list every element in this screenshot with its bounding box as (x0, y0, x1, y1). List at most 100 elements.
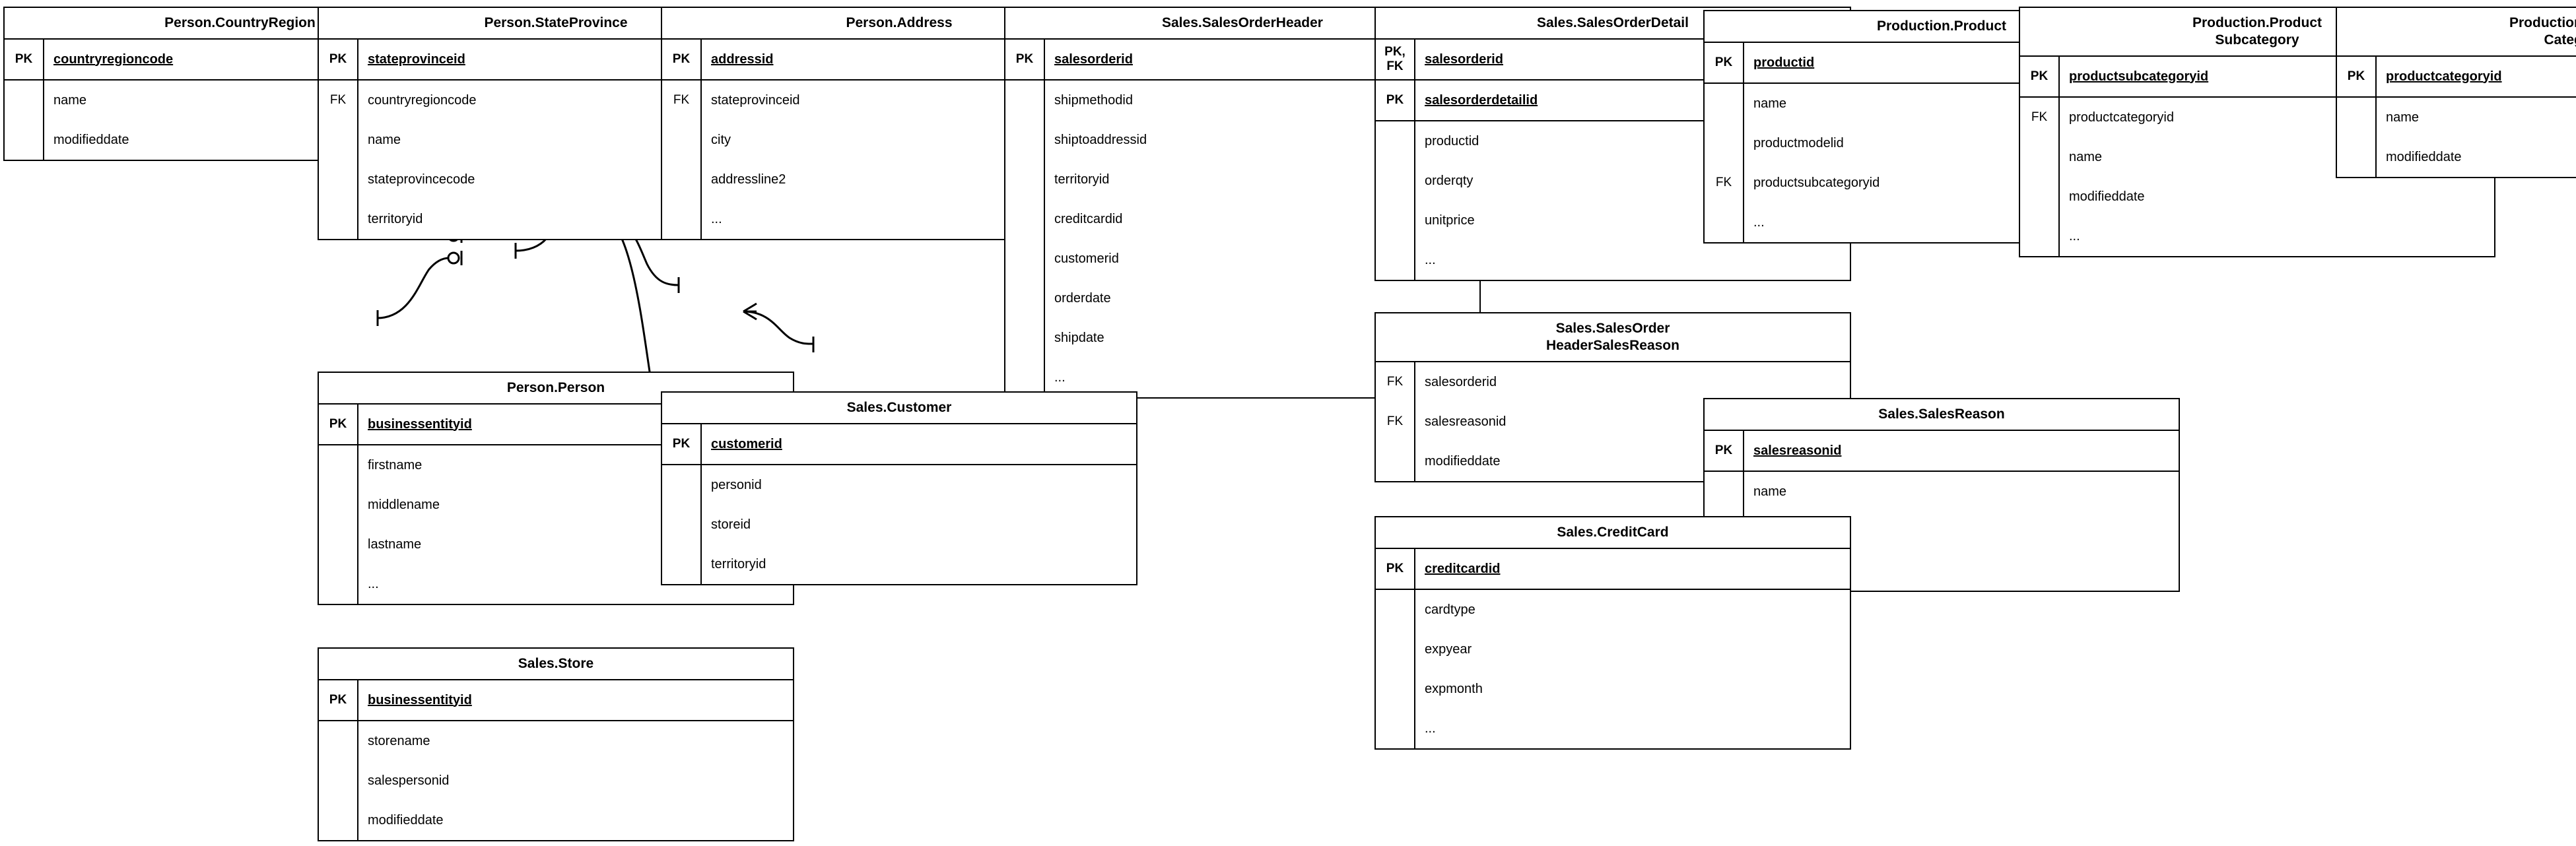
attribute-row[interactable]: customerid (1005, 239, 1479, 278)
attribute-row[interactable]: productmodelid (1705, 123, 2179, 163)
attribute-key-label: FK (662, 81, 702, 120)
attribute-key-label (1376, 201, 1415, 240)
attribute-row[interactable]: ... (1005, 358, 1479, 397)
attribute-row[interactable]: storeid (662, 505, 1136, 544)
attribute-row[interactable]: name (2020, 137, 2494, 177)
attribute-key-label (1005, 358, 1045, 397)
attribute-name: modifieddate (2386, 149, 2462, 164)
attribute-row[interactable]: modifieddate (2337, 137, 2576, 177)
attribute-row[interactable]: expyear (1376, 630, 1850, 669)
attribute-row[interactable]: name (5, 81, 475, 120)
attribute-key-label: PK (2020, 57, 2060, 96)
attribute-row[interactable]: cardtype (1376, 590, 1850, 630)
attribute-row[interactable]: territoryid (1005, 160, 1479, 199)
attribute-row[interactable]: ... (319, 564, 793, 604)
attribute-key-label (1005, 278, 1045, 318)
attribute-row[interactable]: name (1705, 472, 2179, 511)
attribute-name: storeid (711, 517, 751, 532)
attribute-name: salesreasonid (1425, 414, 1507, 429)
attribute-row[interactable]: modifieddate (1376, 441, 1850, 481)
attribute-row[interactable]: ... (1376, 709, 1850, 748)
attribute-row[interactable]: city (662, 120, 1136, 160)
attribute-row[interactable]: PK productsubcategoryid (2020, 57, 2494, 98)
attribute-key-label: PK (662, 424, 702, 464)
attribute-row[interactable]: personid (662, 465, 1136, 505)
attribute-key-label (319, 761, 358, 800)
attribute-group: storename salespersonid modifieddate (319, 721, 793, 840)
attribute-row[interactable]: unitprice (1376, 201, 1850, 240)
attribute-row[interactable]: name (1705, 84, 2179, 123)
attribute-name: ... (2069, 228, 2080, 244)
attribute-row[interactable]: territoryid (662, 544, 1136, 584)
relationship-store-customer (376, 251, 463, 326)
attribute-key-label (1376, 590, 1415, 630)
attribute-row[interactable]: storename (319, 721, 793, 761)
entity-production-productcategory[interactable]: Production.Product CategoryPKproductcate… (2336, 7, 2576, 178)
attribute-name: shipdate (1054, 330, 1104, 345)
attribute-row[interactable]: modifieddate (5, 120, 475, 160)
attribute-row[interactable]: creditcardid (1005, 199, 1479, 239)
attribute-name: modifieddate (1425, 453, 1501, 469)
attribute-key-label (319, 564, 358, 604)
attribute-row[interactable]: middlename (319, 485, 793, 525)
attribute-row[interactable]: addressline2 (662, 160, 1136, 199)
attribute-row[interactable]: modifieddate (319, 800, 793, 840)
attribute-key-label (1376, 669, 1415, 709)
attribute-name: salesorderdetailid (1425, 92, 1538, 108)
attribute-row[interactable]: expmonth (1376, 669, 1850, 709)
attribute-row[interactable]: ... (1705, 203, 2179, 242)
attribute-name: salespersonid (368, 773, 450, 788)
attribute-row[interactable]: lastname (319, 525, 793, 564)
attribute-key-label (319, 160, 358, 199)
attribute-row[interactable]: modifieddate (2020, 177, 2494, 216)
attribute-key-label (1376, 709, 1415, 748)
attribute-row[interactable]: name (319, 120, 793, 160)
entity-title: Production.Product Subcategory (2020, 8, 2494, 57)
attribute-row[interactable]: orderdate (1005, 278, 1479, 318)
attribute-key-label: PK (319, 405, 358, 444)
attribute-row[interactable]: name (2337, 98, 2576, 137)
attribute-row[interactable]: orderqty (1376, 161, 1850, 201)
attribute-name: ... (1425, 252, 1436, 267)
attribute-name: productsubcategoryid (1753, 175, 1880, 190)
attribute-row[interactable]: stateprovincecode (319, 160, 793, 199)
attribute-key-label (662, 505, 702, 544)
attribute-name: salesorderid (1425, 374, 1497, 389)
attribute-name: productid (1425, 133, 1479, 148)
attribute-row[interactable]: shipmethodid (1005, 81, 1479, 120)
attribute-row[interactable]: shipdate (1005, 318, 1479, 358)
attribute-row[interactable]: ... (1376, 240, 1850, 280)
attribute-row[interactable]: shiptoaddressid (1005, 120, 1479, 160)
attribute-row[interactable]: ... (2020, 216, 2494, 256)
attribute-key-label (1376, 441, 1415, 481)
attribute-row[interactable]: firstname (319, 445, 793, 485)
attribute-key-label: PK (1005, 40, 1045, 79)
attribute-name: productsubcategoryid (2069, 69, 2209, 84)
attribute-row[interactable]: salespersonid (319, 761, 793, 800)
attribute-row[interactable]: productid (1376, 121, 1850, 161)
attribute-name: middlename (368, 497, 440, 512)
attribute-row[interactable]: ... (662, 199, 1136, 239)
attribute-key-label (2020, 216, 2060, 256)
attribute-name: productid (1753, 55, 1815, 70)
